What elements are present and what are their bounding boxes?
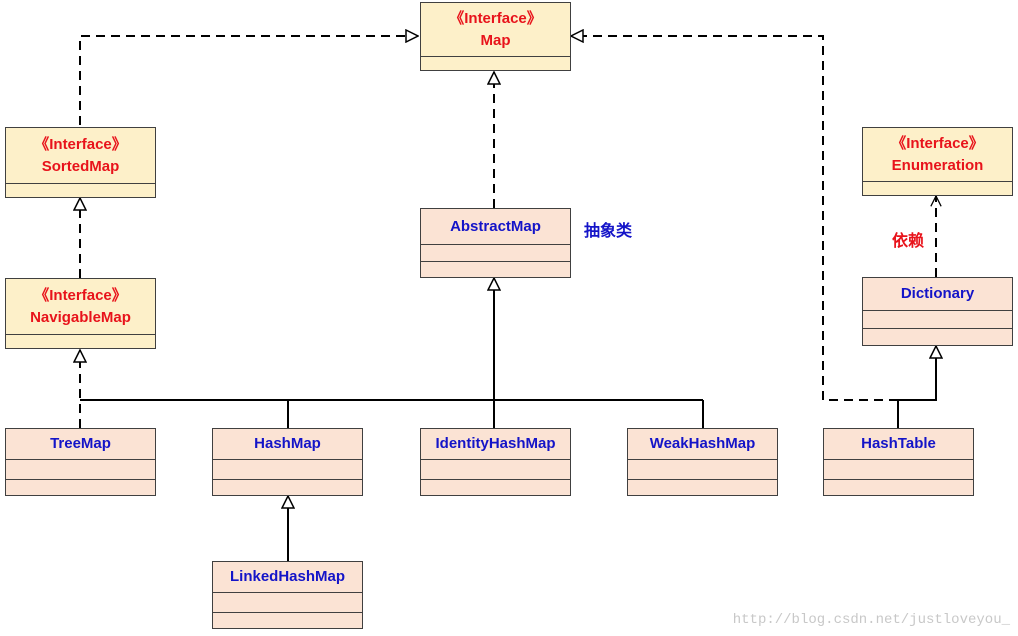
treemap-name: TreeMap (6, 429, 155, 460)
weakhashmap-name: WeakHashMap (628, 429, 777, 460)
map-interface-box: 《Interface》 Map (420, 2, 571, 71)
abstract-class-note: 抽象类 (584, 223, 633, 240)
enumeration-stereotype: 《Interface》 (891, 134, 984, 152)
abstractmap-class-box: AbstractMap (420, 208, 571, 278)
hashmap-class-box: HashMap (212, 428, 363, 496)
edge-hashtable-map (571, 36, 898, 401)
linkedhashmap-name: LinkedHashMap (213, 562, 362, 593)
sortedmap-name: SortedMap (41, 157, 120, 175)
enumeration-interface-box: 《Interface》 Enumeration (862, 127, 1013, 196)
identityhashmap-class-box: IdentityHashMap (420, 428, 571, 496)
edge-sortedmap-map (79, 36, 418, 125)
linkedhashmap-class-box: LinkedHashMap (212, 561, 363, 629)
abstractmap-name: AbstractMap (421, 209, 570, 245)
treemap-class-box: TreeMap (5, 428, 156, 496)
identityhashmap-name: IdentityHashMap (421, 429, 570, 460)
weakhashmap-class-box: WeakHashMap (627, 428, 778, 496)
sortedmap-interface-box: 《Interface》 SortedMap (5, 127, 156, 198)
hashtable-class-box: HashTable (823, 428, 974, 496)
dictionary-class-box: Dictionary (862, 277, 1013, 346)
hashmap-name: HashMap (213, 429, 362, 460)
navigablemap-name: NavigableMap (30, 308, 131, 326)
map-name: Map (480, 31, 511, 49)
map-stereotype: 《Interface》 (449, 9, 542, 27)
edge-hashtable-dictionary-up (898, 346, 936, 401)
hashtable-name: HashTable (824, 429, 973, 460)
dictionary-name: Dictionary (863, 278, 1012, 311)
navigablemap-interface-box: 《Interface》 NavigableMap (5, 278, 156, 349)
navigablemap-stereotype: 《Interface》 (34, 286, 127, 304)
sortedmap-stereotype: 《Interface》 (34, 135, 127, 153)
dependency-note: 依赖 (892, 233, 925, 250)
enumeration-name: Enumeration (891, 156, 984, 174)
watermark: http://blog.csdn.net/justloveyou_ (732, 612, 1010, 628)
